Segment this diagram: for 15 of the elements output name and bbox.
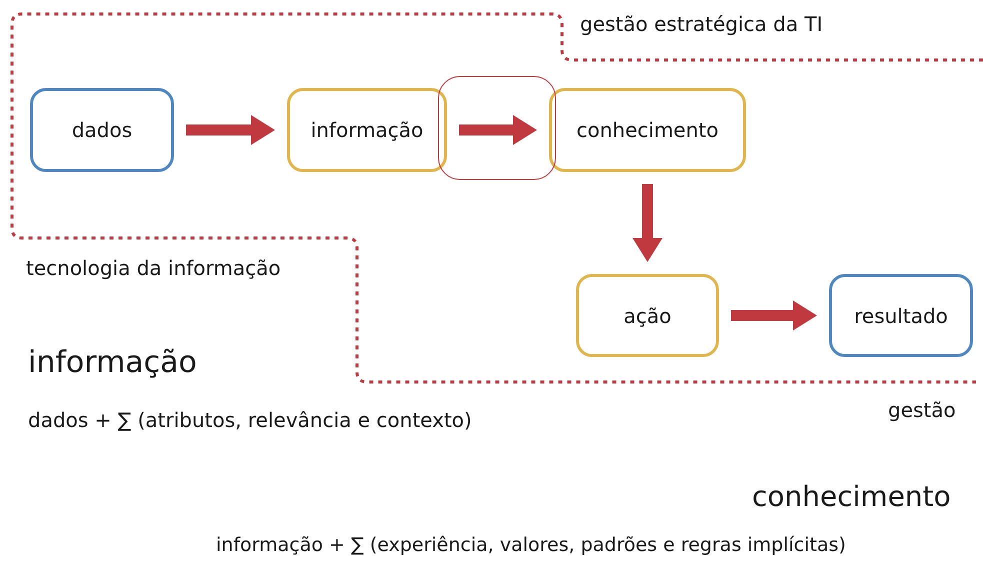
process-box: dados (30, 88, 174, 172)
heading: conhecimento (752, 480, 951, 513)
text-label: tecnologia da informação (26, 256, 281, 280)
text-label: gestão estratégica da TI (580, 12, 823, 36)
arrow (459, 115, 537, 145)
arrow (186, 115, 275, 145)
process-box: informação (287, 88, 447, 172)
arrow (632, 184, 662, 262)
text-label: gestão (888, 398, 956, 422)
heading: informação (28, 345, 197, 380)
process-box: conhecimento (549, 88, 746, 172)
process-box: ação (576, 274, 719, 357)
text-label: dados + ∑ (atributos, relevância e contexto) (28, 408, 472, 432)
process-box: resultado (829, 274, 973, 357)
text-label: informação + ∑ (experiência, valores, padrões e regras implícitas) (216, 534, 846, 556)
